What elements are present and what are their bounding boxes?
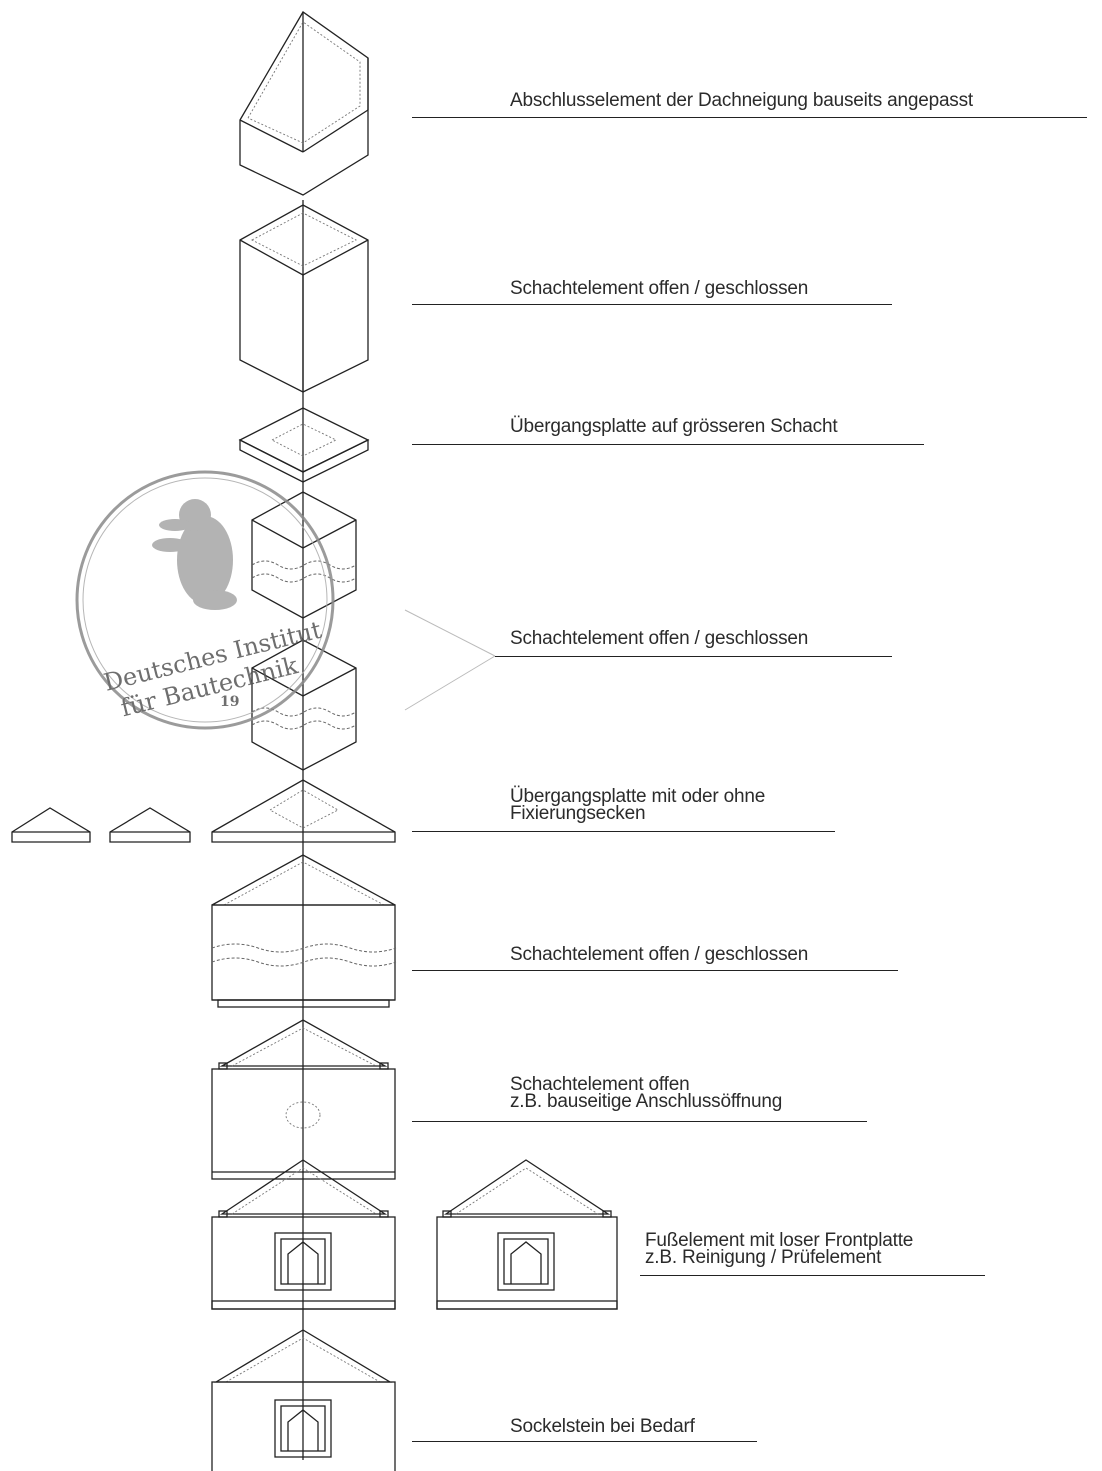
label-abschlusselement: Abschlusselement der Dachneigung bauseit… (510, 90, 973, 111)
schachtelement-3-drawing (211, 854, 397, 1008)
schachtelement-1-drawing (239, 204, 369, 393)
berlin-bear-icon (152, 499, 237, 610)
label-schachtelement-1: Schachtelement offen / geschlossen (510, 278, 809, 299)
underline-sockelstein (412, 1441, 757, 1442)
label-schachtelement-3: Schachtelement offen / geschlossen (510, 944, 809, 965)
leader-lines (404, 609, 496, 711)
schachtelement-4-drawing (211, 1019, 396, 1180)
underline-uebergangsplatte-2 (412, 831, 835, 832)
underline-uebergangsplatte-1 (412, 444, 924, 445)
underline-schachtelement-4 (412, 1121, 867, 1122)
uebergangsplatte-2-drawing (11, 779, 396, 843)
label-sockelstein: Sockelstein bei Bedarf (510, 1416, 695, 1437)
uebergangsplatte-1-drawing (238, 407, 370, 483)
label-uebergangsplatte-2: Übergangsplatte mit oder ohne Fixierungs… (510, 786, 766, 824)
underline-schachtelement-1 (412, 304, 892, 305)
label-uebergangsplatte-1: Übergangsplatte auf grösseren Schacht (510, 416, 838, 437)
underline-abschlusselement (412, 117, 1087, 118)
underline-fusselement (640, 1275, 985, 1276)
dibt-stamp: Deutsches Institut für Bautechnik 19 (75, 470, 335, 730)
underline-schachtelement-2 (495, 656, 892, 657)
label-schachtelement-4: Schachtelement offen z.B. bauseitige Ans… (510, 1074, 783, 1112)
label-fusselement: Fußelement mit loser Frontplatte z.B. Re… (645, 1230, 914, 1268)
schachtelement-2-drawing (251, 491, 357, 771)
underline-schachtelement-3 (412, 970, 898, 971)
abschluss-element-drawing (239, 11, 369, 196)
sockelstein-drawing (211, 1329, 396, 1471)
fusselement-drawing (211, 1159, 618, 1310)
stamp-number: 19 (220, 694, 239, 710)
label-schachtelement-2: Schachtelement offen / geschlossen (510, 628, 809, 649)
